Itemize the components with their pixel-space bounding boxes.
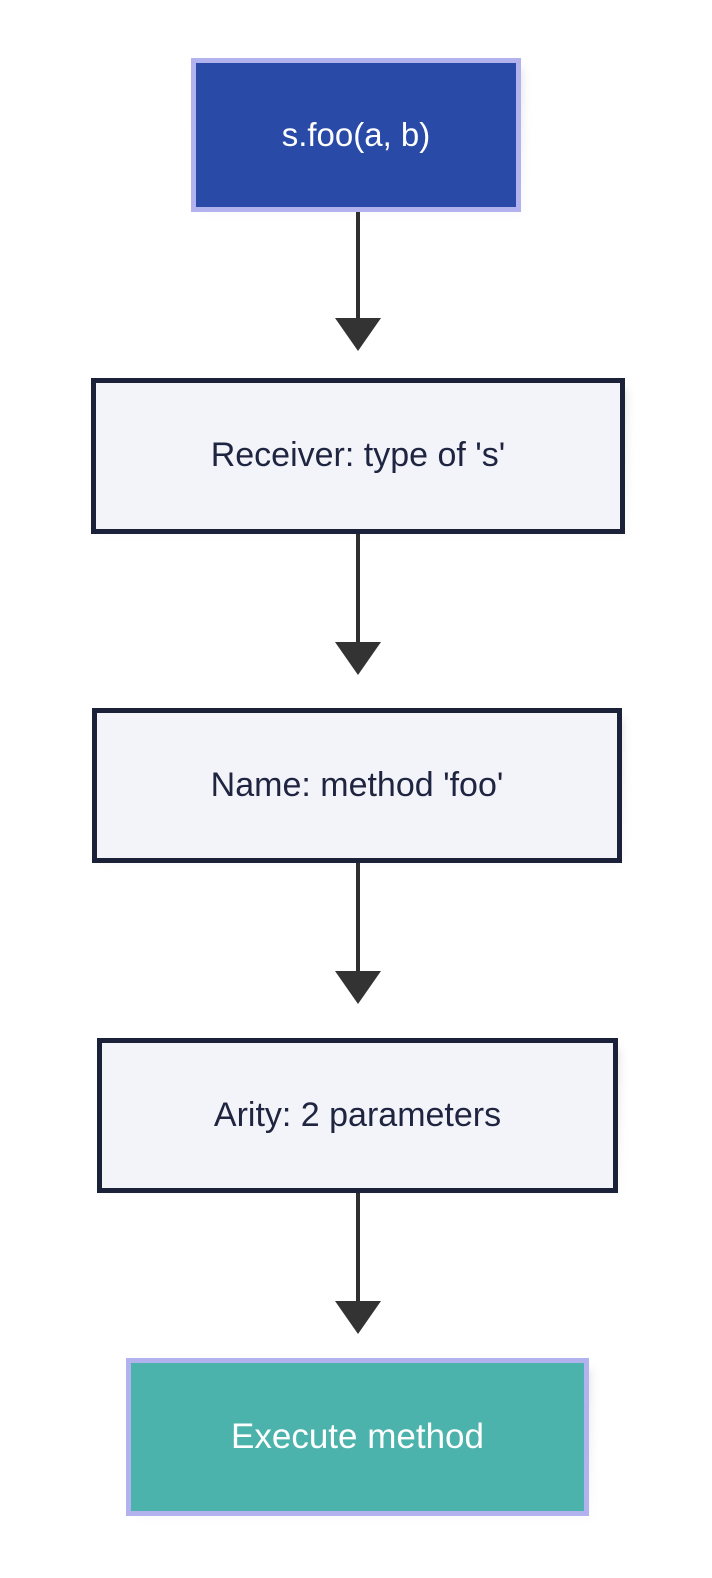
flow-node-execute[interactable]: Execute method [126, 1358, 589, 1516]
flow-edge-name-to-arity [356, 863, 360, 973]
down-arrow-icon [335, 642, 381, 675]
flow-node-receiver-label: Receiver: type of 's' [210, 436, 506, 475]
down-arrow-icon [335, 971, 381, 1004]
flow-node-arity[interactable]: Arity: 2 parameters [97, 1038, 618, 1193]
flow-node-start-label: s.foo(a, b) [281, 116, 431, 154]
flow-edge-receiver-to-name [356, 534, 360, 644]
flow-node-start[interactable]: s.foo(a, b) [191, 58, 521, 212]
down-arrow-icon [335, 1301, 381, 1334]
flow-edge-start-to-receiver [356, 212, 360, 320]
flow-node-name[interactable]: Name: method 'foo' [92, 708, 622, 863]
flow-node-name-label: Name: method 'foo' [210, 765, 504, 804]
flow-edge-arity-to-execute [356, 1193, 360, 1303]
flow-node-receiver[interactable]: Receiver: type of 's' [91, 378, 625, 534]
down-arrow-icon [335, 318, 381, 351]
flow-node-arity-label: Arity: 2 parameters [213, 1095, 502, 1134]
flow-node-execute-label: Execute method [231, 1416, 484, 1456]
